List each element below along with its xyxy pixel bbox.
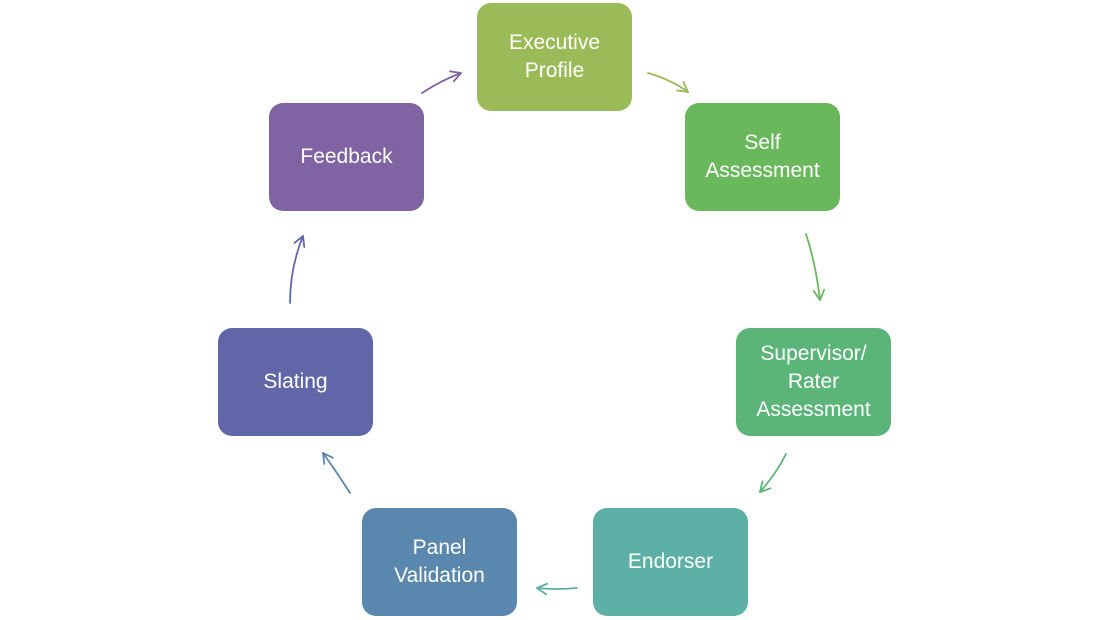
arrow-panel-validation-to-slating bbox=[322, 452, 351, 494]
arrow-feedback-to-executive-profile bbox=[421, 70, 462, 94]
arrow-slating-to-feedback bbox=[289, 235, 306, 304]
node-label: Supervisor/ Rater Assessment bbox=[756, 342, 871, 421]
node-executive-profile: Executive Profile bbox=[477, 3, 632, 111]
node-label: Executive Profile bbox=[508, 31, 601, 82]
node-label: Slating bbox=[263, 370, 328, 393]
arrow-self-assessment-to-supervisor-rater-assessment bbox=[805, 233, 826, 301]
node-slating: Slating bbox=[218, 328, 373, 436]
node-self-assessment: Self Assessment bbox=[685, 103, 840, 211]
node-label: Self Assessment bbox=[705, 131, 820, 182]
node-label: Feedback bbox=[300, 145, 393, 168]
arrow-endorser-to-panel-validation bbox=[536, 582, 578, 596]
arrow-executive-profile-to-self-assessment bbox=[647, 72, 689, 93]
node-feedback: Feedback bbox=[269, 103, 424, 211]
node-endorser: Endorser bbox=[593, 508, 748, 616]
node-label: Endorser bbox=[627, 550, 714, 573]
node-panel-validation: Panel Validation bbox=[362, 508, 517, 616]
node-supervisor-rater-assessment: Supervisor/ Rater Assessment bbox=[736, 328, 891, 436]
arrow-supervisor-rater-assessment-to-endorser bbox=[759, 453, 787, 493]
node-label: Panel Validation bbox=[394, 536, 485, 587]
